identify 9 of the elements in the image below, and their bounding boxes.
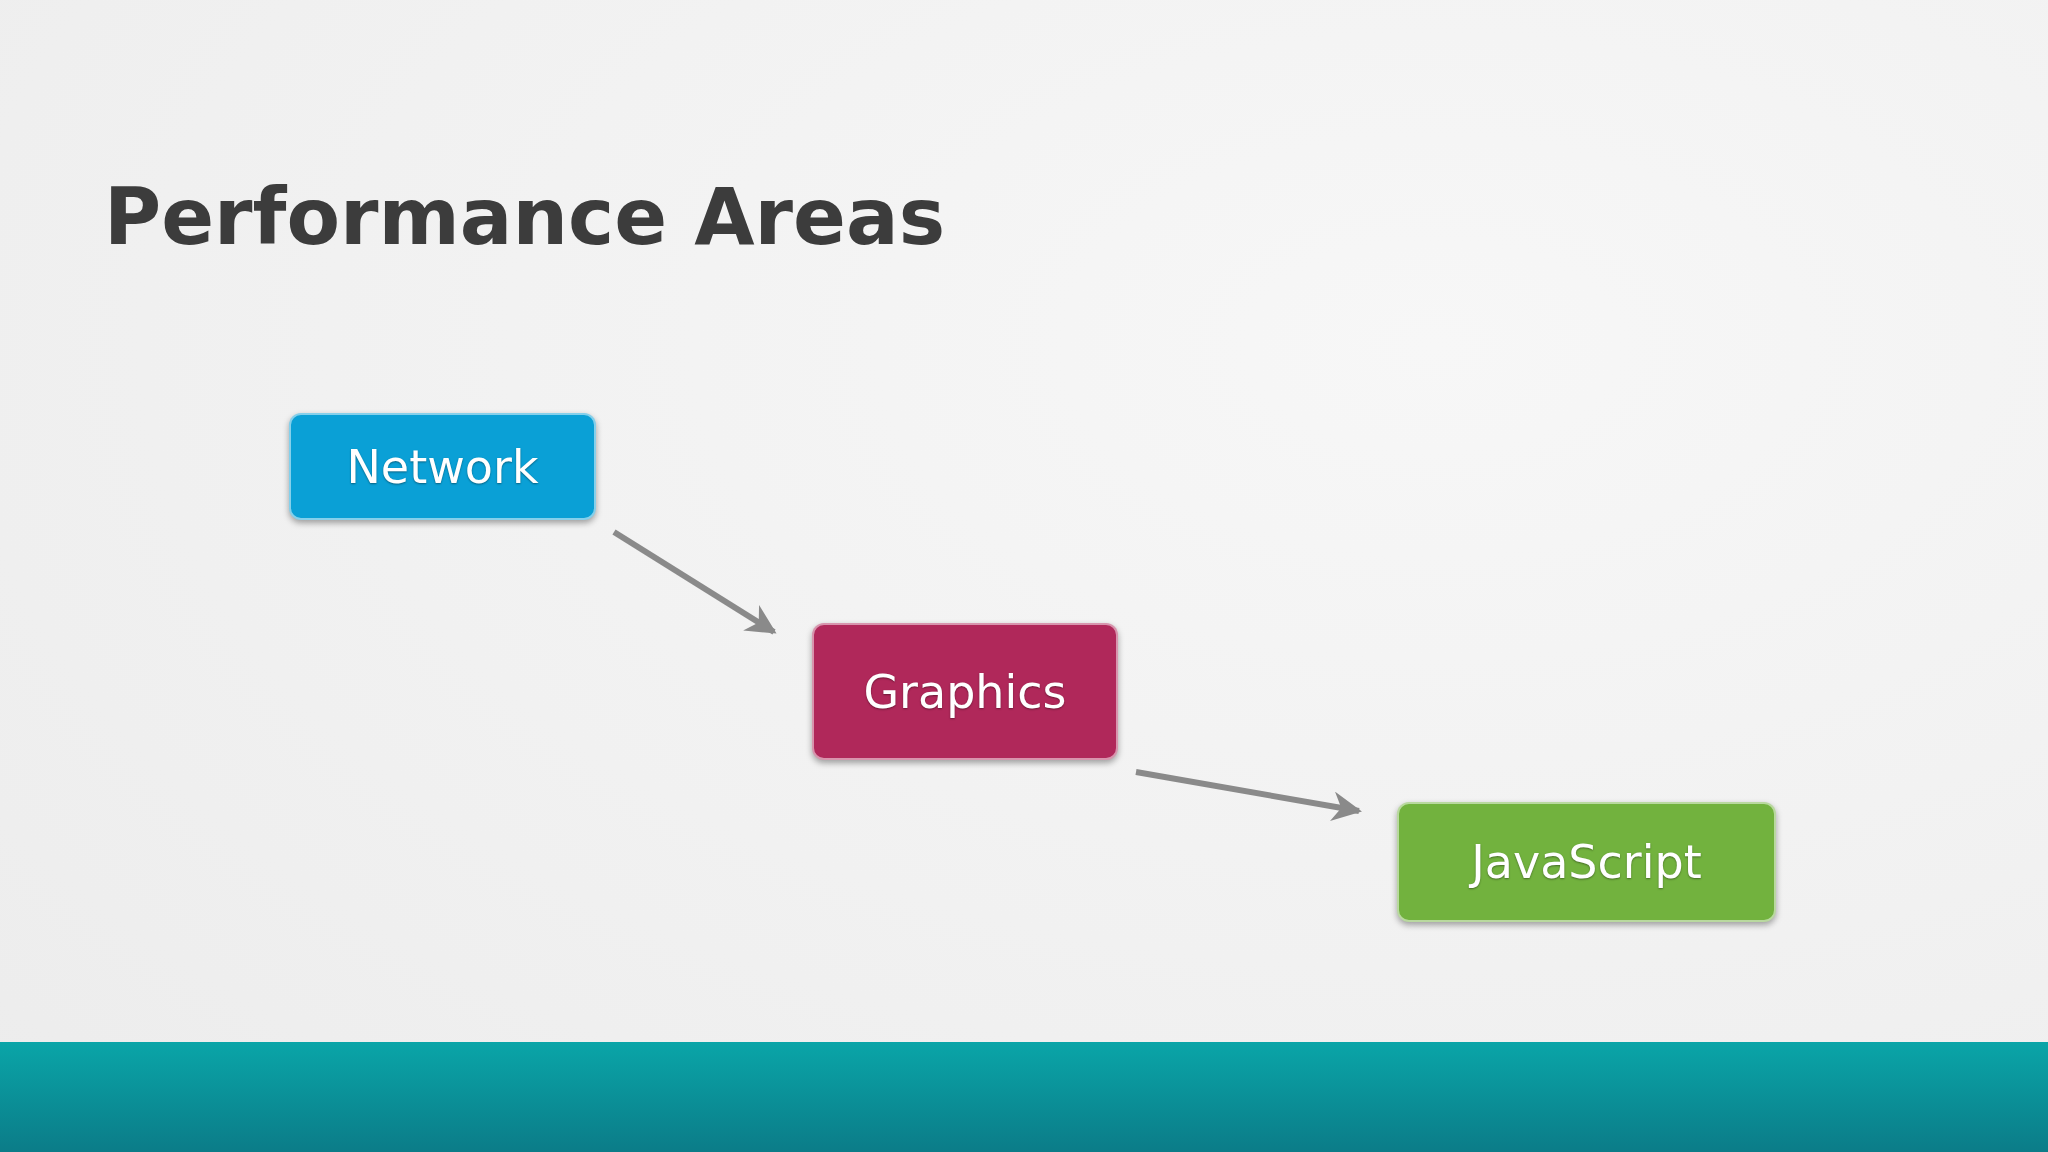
- box-label: Network: [346, 439, 539, 494]
- process-box: [1397, 802, 1776, 922]
- arrow: [1135, 769, 1362, 822]
- process-box: [812, 623, 1118, 760]
- slide-title: Performance Areas: [104, 172, 946, 262]
- arrow: [612, 529, 777, 635]
- box-label: Graphics: [863, 664, 1067, 719]
- process-box: [289, 413, 596, 520]
- box-label: JavaScript: [1471, 835, 1702, 889]
